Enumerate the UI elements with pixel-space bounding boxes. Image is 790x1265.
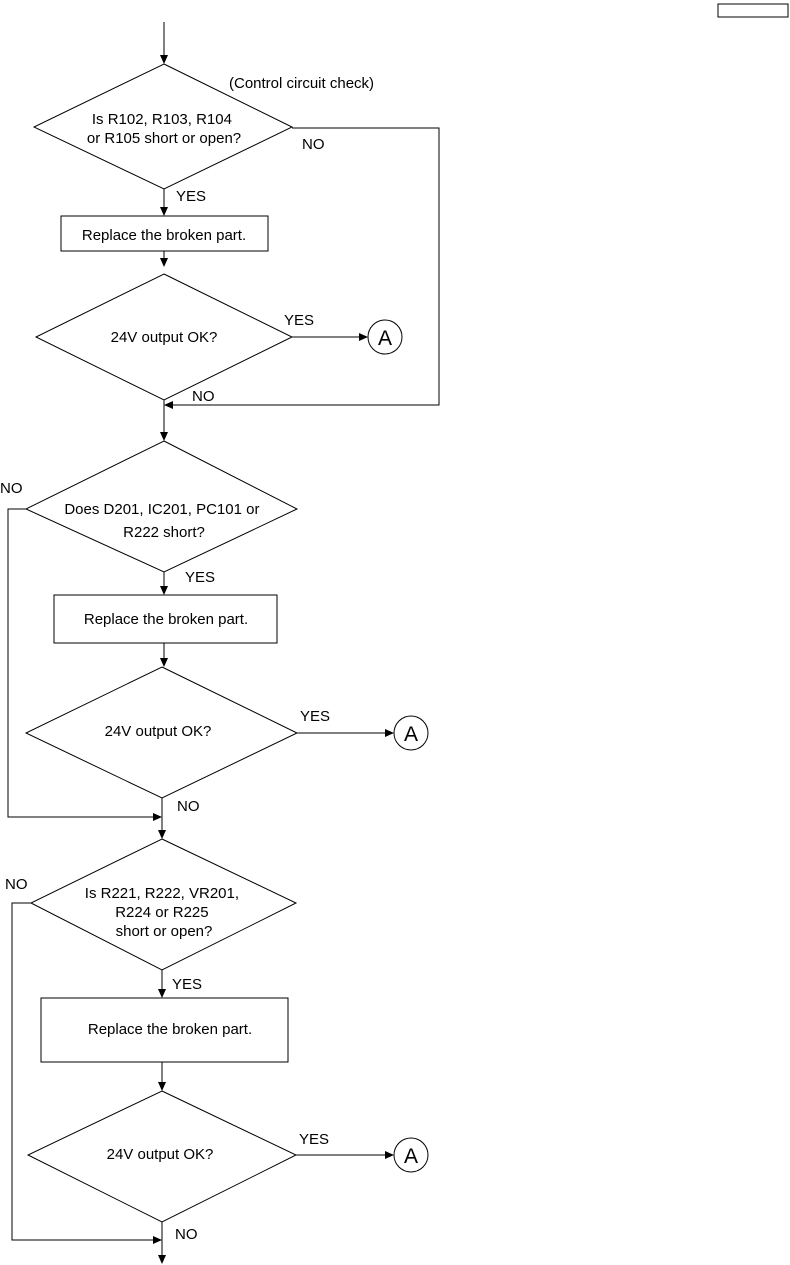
branch-label-yes: YES	[299, 1131, 329, 1148]
flow-line-d1-no	[170, 127, 440, 406]
arrowhead-down	[160, 258, 168, 267]
branch-label-no: NO	[175, 1226, 198, 1243]
decision-node: Is R102, R103, R104 or R105 short or ope…	[32, 63, 294, 190]
arrowhead-down	[160, 55, 168, 64]
decision-line: or R105 short or open?	[87, 130, 241, 147]
connector-circle	[393, 715, 429, 751]
arrowhead-down	[160, 207, 168, 216]
arrowhead-down	[158, 1082, 166, 1091]
flow-line-d5-no	[11, 902, 155, 1241]
arrowhead-right	[153, 813, 162, 821]
decision-line: Is R102, R103, R104	[92, 111, 232, 128]
connector-lines	[7, 22, 440, 1255]
decision-text: Does D201, IC201, PC101 or R222 short?	[64, 501, 263, 541]
arrowhead-down	[160, 586, 168, 595]
arrowhead-down	[158, 989, 166, 998]
arrowhead-down	[158, 830, 166, 839]
branch-label-yes: YES	[185, 569, 215, 586]
branch-labels: NO YES YES NO NO YES YES NO NO YES YES N…	[0, 136, 330, 1243]
arrowheads	[153, 55, 394, 1264]
branch-label-yes: YES	[172, 976, 202, 993]
decision-diamond	[32, 63, 294, 190]
decision-diamond	[34, 273, 294, 401]
branch-label-yes: YES	[300, 708, 330, 725]
decision-node: Does D201, IC201, PC101 or R222 short?	[24, 440, 299, 573]
branch-label-no: NO	[0, 480, 23, 497]
decision-line: Is R221, R222, VR201,	[85, 885, 239, 902]
decision-text: Is R102, R103, R104 or R105 short or ope…	[87, 111, 241, 147]
decision-node: 24V output OK?	[24, 666, 299, 799]
decision-line: R222 short?	[123, 524, 205, 541]
decision-line: R224 or R225	[115, 904, 208, 921]
decision-diamond	[26, 1090, 298, 1223]
process-label: Replace the broken part.	[88, 1021, 252, 1038]
branch-label-yes: YES	[284, 312, 314, 329]
decision-line: 24V output OK?	[105, 723, 212, 740]
arrowhead-down	[160, 432, 168, 441]
decision-line: Does D201, IC201, PC101 or	[64, 501, 259, 518]
connector-a: A	[393, 715, 429, 751]
connector-circle	[393, 1137, 429, 1173]
connector-label: A	[404, 723, 418, 746]
arrowhead-down	[160, 658, 168, 667]
connector-circle	[367, 319, 403, 355]
decision-diamond	[24, 666, 299, 799]
process-node: Replace the broken part.	[53, 594, 278, 644]
connector-a: A	[367, 319, 403, 355]
branch-label-no: NO	[5, 876, 28, 893]
arrowhead-down	[158, 1255, 166, 1264]
decision-line: 24V output OK?	[107, 1146, 214, 1163]
branch-label-no: NO	[177, 798, 200, 815]
process-node: Replace the broken part.	[40, 997, 289, 1063]
decision-line: 24V output OK?	[111, 329, 218, 346]
process-label: Replace the broken part.	[84, 611, 248, 628]
flow-line-d3-no	[7, 508, 155, 818]
branch-label-yes: YES	[176, 188, 206, 205]
decision-node: 24V output OK?	[26, 1090, 298, 1223]
header-box	[717, 3, 789, 18]
process-box	[60, 215, 269, 252]
arrowhead-left	[164, 401, 173, 409]
arrowhead-right	[385, 1151, 394, 1159]
decision-diamond	[29, 838, 298, 971]
arrowhead-right	[385, 729, 394, 737]
connector-label: A	[378, 327, 392, 350]
decision-line: short or open?	[116, 923, 213, 940]
process-box	[40, 997, 289, 1063]
arrowhead-right	[359, 333, 368, 341]
arrowhead-right	[153, 1236, 162, 1244]
decision-diamond	[24, 440, 299, 573]
process-node: Replace the broken part.	[60, 215, 269, 252]
connector-a: A	[393, 1137, 429, 1173]
decision-node: Is R221, R222, VR201, R224 or R225 short…	[29, 838, 298, 971]
decision-text: Is R221, R222, VR201, R224 or R225 short…	[85, 885, 243, 940]
branch-label-no: NO	[192, 388, 215, 405]
process-label: Replace the broken part.	[82, 227, 246, 244]
connector-label: A	[404, 1145, 418, 1168]
section-label: (Control circuit check)	[229, 75, 374, 92]
decision-node: 24V output OK?	[34, 273, 294, 401]
process-box	[53, 594, 278, 644]
branch-label-no: NO	[302, 136, 325, 153]
